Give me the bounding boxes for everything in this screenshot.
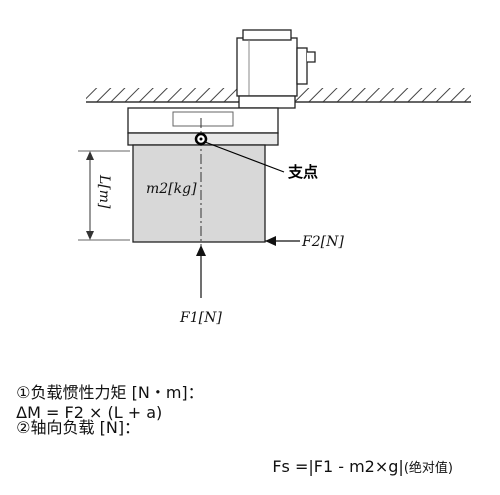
axial-load-label: ②轴向负载 [N]：: [16, 418, 141, 437]
axial-load-note: (绝对值): [403, 461, 453, 476]
side-force-label: F2[N]: [301, 234, 344, 250]
axial-force-arrow: [196, 245, 206, 298]
side-force-arrow: [265, 236, 300, 246]
inertia-moment-formula: ①负载惯性力矩 [N・m]： ΔM = F2 × (L + a): [6, 360, 204, 422]
inertia-moment-label: ①负载惯性力矩 [N・m]：: [16, 383, 204, 402]
axial-force-label: F1[N]: [179, 310, 222, 326]
fulcrum-label: 支点: [287, 163, 318, 181]
load-diagram: 支点 m2[kg] L[m] F2[N] F1[N]: [78, 29, 471, 326]
mass-label: m2[kg]: [146, 181, 197, 197]
length-dimension: [78, 150, 130, 241]
inertia-moment-expression: ΔM = F2 × (L + a): [16, 403, 163, 422]
load-block: [132, 144, 266, 243]
axial-load-formula: ②轴向负载 [N]： Fs =|F1 - m2×g|(绝对值): [6, 395, 453, 476]
motor: [236, 29, 316, 109]
axial-load-expression: Fs =|F1 - m2×g|: [272, 457, 404, 476]
fulcrum-marker: [194, 132, 285, 173]
length-label: L[m]: [96, 174, 112, 209]
